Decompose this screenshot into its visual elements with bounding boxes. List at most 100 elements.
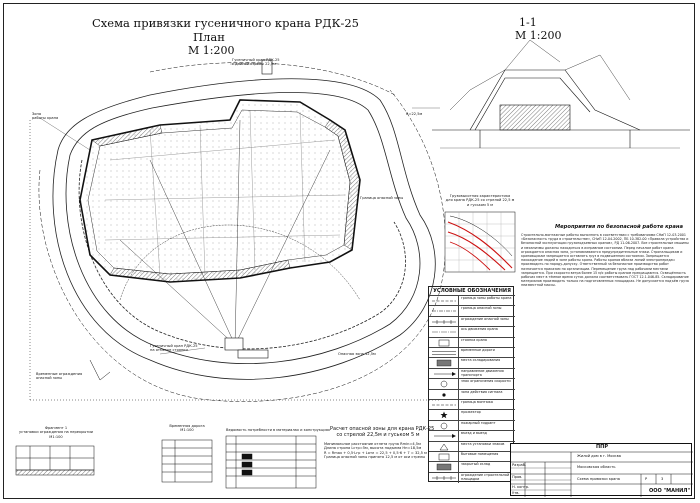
legend-text: ось движения крана [461,327,498,332]
crane-label-top: Гусеничный кран РДК-25 с длиной стрелы 2… [232,58,280,67]
legend-symbol [429,368,459,380]
safety-notes-title: Мероприятия по безопасной работе крана [555,224,683,230]
stamp-sheet-number: 3 [661,477,664,481]
stamp-role-1: Разраб. [512,463,527,467]
legend-row: места установки знаков [429,440,515,453]
legend-symbol [429,316,459,328]
section-label: 1-1 [519,16,537,29]
sheet-frame [3,3,695,499]
stamp-role-4: Утв. [512,491,520,495]
safety-notes-body: Строительно-монтажные работы выполнять в… [521,233,689,288]
legend-row: граница монтажа [429,399,515,411]
legend-text: прожектор [461,410,481,415]
materials-table [225,435,317,489]
legend-text: места установки знаков [461,441,505,446]
crane-radii [119,119,361,346]
crane-label-bottom: Гусеничный кран РДК-25 на отметке стоянк… [150,344,198,353]
leader-lines [39,63,440,355]
fence-note: Временные ограждения опасной зоны [36,372,83,381]
legend-text: зона действия сигнала [461,389,503,394]
legend-text: бытовые помещения [461,452,499,456]
legend-row: места складирования [429,357,515,369]
legend-row: закрытый склад [429,461,515,473]
fragment-title: Фрагмент 1 установки ограждения на перек… [18,426,93,439]
legend-symbol [429,452,459,463]
danger-zone [38,62,446,402]
legend-text: стоянка крана [461,337,487,342]
legend-text: граница опасной зоны [461,306,502,311]
danger-zone-note: Опасная зона 12,5м [338,352,376,356]
legend-table: УСЛОВНЫЕ ОБОЗНАЧЕНИЯ граница зоны работы… [428,286,515,484]
stamp-org: ППР [596,444,609,450]
legend-symbol [429,472,459,484]
drawing-title: Схема привязки гусеничного крана РДК-25 [92,16,359,30]
fragment-drawing [15,445,95,476]
road-table [161,439,213,483]
plan-label: План [193,30,225,44]
stamp-project: Жилой дом в г. Москва [577,454,621,458]
legend-text: знак ограничения скорости [461,379,511,384]
legend-row: знак ограничения скорости [429,378,515,390]
work-zone-label: Граница опасной зоны [360,196,404,200]
building-outline [79,99,361,283]
legend-row: стоянка крана [429,336,515,349]
calc-title: Расчет опасной зоны для крана РДК-25 со … [330,426,435,438]
legend-symbol [429,327,459,338]
legend-text: закрытый склад [461,462,491,467]
materials-title: Ведомость потребности в материалах и кон… [226,428,331,432]
legend-symbol [429,462,459,473]
section-1-1 [432,39,690,149]
legend-text: граница зоны работы крана [461,296,512,300]
legend-symbol [429,441,459,453]
legend-title: УСЛОВНЫЕ ОБОЗНАЧЕНИЯ [433,288,511,294]
legend-text: пожарный гидрант [461,420,496,425]
legend-symbol [429,358,459,369]
legend-text: временные дороги [461,348,495,352]
title-block-grid [511,451,693,497]
crane-stand [224,59,273,359]
legend-text: въезд и выезд [461,431,487,436]
legend-symbol [429,348,459,359]
legend-row: ограждение строительной площадки [429,471,515,484]
stamp-sheet-title: Схема привязки крана [577,477,620,481]
load-chart-title: Грузовысотная характеристика для крана Р… [445,194,515,207]
legend-symbol [429,420,459,432]
left-zone-label: Зона работы крана [32,112,59,121]
stamp-city: Московская область [577,465,616,469]
legend-row: ось движения крана [429,326,515,338]
legend-text: граница монтажа [461,400,493,404]
legend-symbol [429,389,459,401]
fence-marks [29,120,440,401]
legend-row: ограждение опасной зоны [429,315,515,328]
legend-symbol [429,410,459,421]
stamp-role-2: Пров. [512,475,523,479]
legend-row: пожарный гидрант [429,419,515,432]
title-block: ППР Жилой дом в г. Москва Московская обл… [510,443,693,497]
legend-row: направление движения транспорта [429,367,515,380]
legend-text: ограждение строительной площадки [461,472,510,481]
legend-text: места складирования [461,358,501,363]
legend-symbol [429,296,459,307]
legend-row: граница зоны работы крана [429,295,515,307]
load-chart [444,211,516,273]
section-scale: М 1:200 [515,29,562,42]
legend-symbol [429,379,459,390]
legend-symbol [429,400,459,411]
plan-scale: М 1:200 [188,44,235,57]
stamp-role-3: Н. контр. [512,485,530,489]
legend-symbol [429,306,459,317]
reach-label: R=22,5м [406,112,423,116]
safety-notes: Мероприятия по безопасной работе крана С… [521,224,691,424]
calc-text: Минимальное расстояние отлета груза Rmin… [324,442,427,460]
legend-row: въезд и выезд [429,430,515,442]
legend-text: направление движения транспорта [461,368,504,377]
legend-row: зона действия сигнала [429,388,515,401]
legend-row: граница опасной зоны [429,305,515,317]
stamp-stage: Р [645,477,648,481]
stamp-company: ООО "МАНИЛ" [649,488,691,494]
legend-row: бытовые помещения [429,451,515,463]
legend-row: прожектор [429,409,515,421]
legend-row: временные дороги [429,347,515,359]
